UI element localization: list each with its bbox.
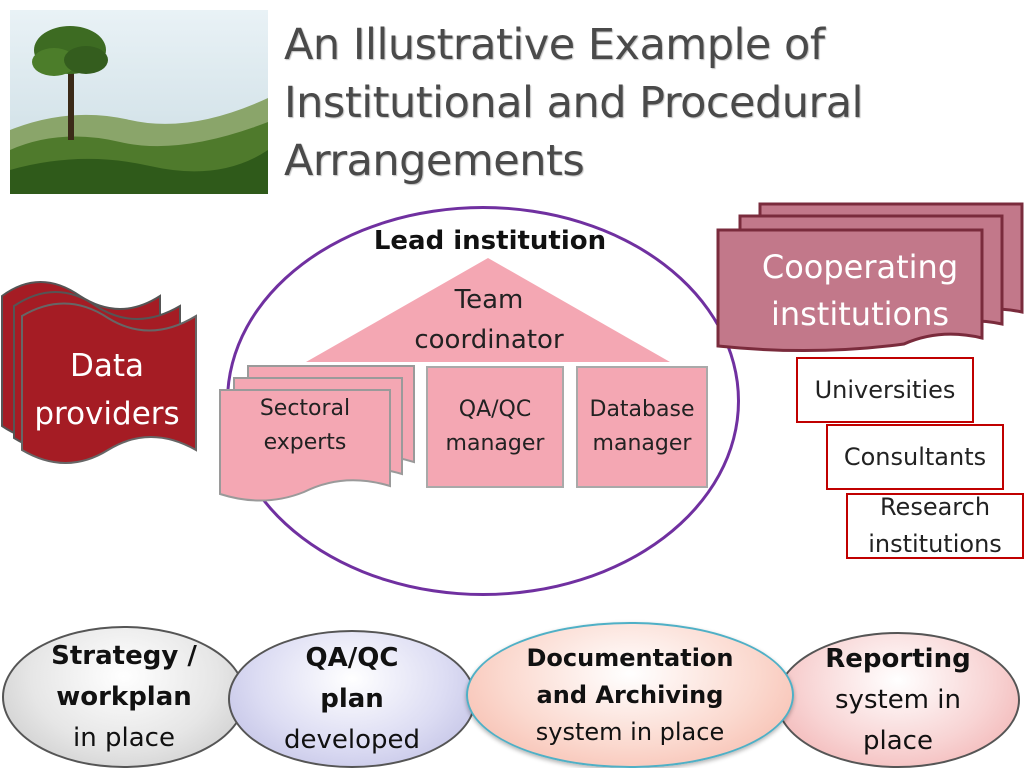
sectoral-experts-label: Sectoral experts [259, 396, 351, 455]
forest-photo [10, 10, 268, 194]
team-coordinator-label: Team coordinator [414, 285, 564, 355]
universities-box: Universities [796, 357, 974, 423]
documentation-archiving-title: Documentation and Archiving [526, 643, 734, 709]
qaqc-manager-label: QA/QC manager [445, 397, 545, 456]
sectoral-experts-stack [219, 365, 415, 502]
cooperating-institutions-label: Cooperating institutions [761, 248, 959, 333]
documentation-archiving-status: system in place [535, 717, 725, 746]
lead-institution-label: Lead institution [373, 226, 607, 256]
consultants-box: Consultants [826, 424, 1004, 490]
data-providers-stack [1, 281, 197, 464]
reporting-system-status: system in place [835, 684, 961, 756]
strategy-workplan-oval: Strategy / workplan in place [2, 626, 246, 768]
strategy-workplan-title: Strategy / workplan [51, 640, 197, 712]
qaqc-plan-title: QA/QC plan [305, 642, 399, 714]
consultants-label: Consultants [843, 442, 987, 471]
documentation-archiving-oval: Documentation and Archiving system in pl… [466, 622, 794, 768]
cooperating-institutions-stack [716, 202, 1024, 353]
qaqc-manager-box: QA/QC manager [426, 366, 564, 488]
research-institutions-box: Research institutions [846, 493, 1024, 559]
data-providers-label: Data providers [34, 348, 180, 432]
database-manager-label: Database manager [589, 397, 695, 456]
reporting-system-title: Reporting [825, 643, 971, 674]
database-manager-box: Database manager [576, 366, 708, 488]
reporting-system-oval: Reporting system in place [776, 632, 1020, 768]
page-title: An Illustrative Example of Institutional… [284, 20, 864, 186]
strategy-workplan-status: in place [73, 722, 175, 753]
qaqc-plan-oval: QA/QC plan developed [228, 630, 476, 768]
research-institutions-label: Research institutions [868, 493, 1002, 558]
qaqc-plan-status: developed [283, 724, 421, 755]
team-coordinator-triangle [306, 258, 670, 362]
universities-label: Universities [814, 375, 956, 404]
